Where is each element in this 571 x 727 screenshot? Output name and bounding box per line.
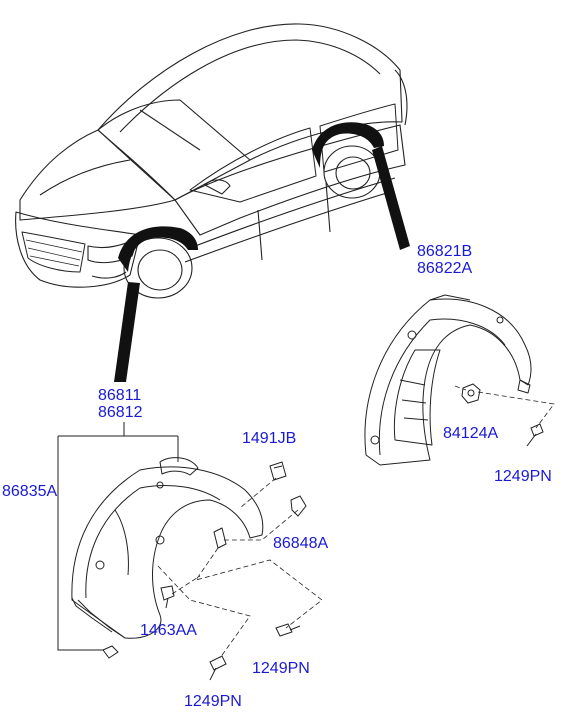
label-1249pn-front-right[interactable]: 1249PN: [252, 660, 310, 677]
label-1491jb[interactable]: 1491JB: [242, 430, 297, 447]
screw-front-right-icon: [275, 623, 301, 637]
rear-dash-lines: [454, 385, 555, 429]
label-86822a[interactable]: 86822A: [417, 260, 473, 277]
rear-liner-drawing: [364, 294, 532, 466]
label-86812[interactable]: 86812: [98, 404, 143, 421]
front-bracket: [57, 422, 179, 651]
front-dash-lines: [157, 477, 323, 659]
rear-pointer: [372, 146, 410, 250]
clip-86848a-icon: [290, 495, 307, 517]
label-1463aa[interactable]: 1463AA: [140, 622, 197, 639]
car-liner-highlights: [118, 122, 384, 272]
front-pointer: [114, 282, 140, 382]
front-liner-drawing: [71, 457, 264, 639]
label-86848a[interactable]: 86848A: [273, 535, 329, 552]
grommet-1463aa-icon: [160, 585, 175, 609]
label-1249pn-front-bottom[interactable]: 1249PN: [184, 693, 242, 710]
label-86811[interactable]: 86811: [98, 387, 142, 404]
bottom-clip-icon: [102, 645, 119, 659]
screw-front-bottom-icon: [209, 655, 227, 681]
screw-1491jb-icon: [269, 461, 287, 481]
label-86835a[interactable]: 86835A: [2, 483, 58, 500]
label-84124a[interactable]: 84124A: [443, 425, 499, 442]
nut-84124a-icon: [461, 383, 481, 404]
screw-rear-icon: [526, 423, 544, 447]
label-86821b[interactable]: 86821B: [417, 243, 473, 260]
car-illustration: [15, 23, 408, 299]
label-1249pn-rear[interactable]: 1249PN: [494, 468, 552, 485]
